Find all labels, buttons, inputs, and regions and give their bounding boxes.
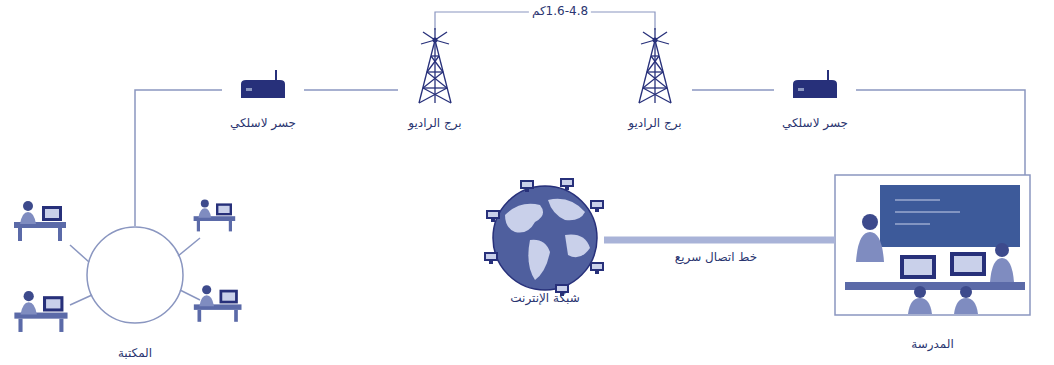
school-illustration <box>950 252 986 276</box>
node-label: المكتبة <box>118 346 152 360</box>
internet-globe <box>484 252 498 264</box>
library-illustration <box>14 291 67 332</box>
internet-globe <box>590 262 604 274</box>
school-illustration <box>880 185 1020 247</box>
internet-node: شبكة الإنترنت <box>486 185 604 307</box>
node-label: جسر لاسلكي <box>782 116 848 130</box>
school-node: المدرسة <box>835 175 1030 353</box>
node-label: جسر لاسلكي <box>230 116 296 130</box>
school-illustration <box>954 298 978 314</box>
school-illustration <box>895 200 960 224</box>
school-illustration <box>908 298 932 314</box>
library-illustration <box>70 238 200 305</box>
wireless-bridge: جسر لاسلكي <box>774 66 856 132</box>
internet-globe <box>493 186 597 290</box>
library-illustration <box>70 295 92 305</box>
network-line <box>692 89 774 91</box>
broadband-line <box>604 237 835 244</box>
radio-tower-icon <box>639 28 671 103</box>
library-illustration <box>194 285 242 322</box>
radio-tower-icon <box>419 28 451 103</box>
school-illustration <box>900 255 936 279</box>
school-illustration <box>845 282 1025 290</box>
wireless-bridge-icon <box>241 70 837 98</box>
school-illustration <box>835 175 1030 315</box>
library-illustration <box>14 199 242 332</box>
school-illustration <box>954 256 982 272</box>
school-illustration <box>895 224 930 225</box>
internet-globe <box>520 180 534 192</box>
wireless-bridge-icon <box>241 70 285 98</box>
node-label: برج الراديو <box>408 116 461 130</box>
distance-label: 1.6-4.8كم <box>529 4 591 18</box>
internet-globe <box>484 178 604 296</box>
internet-globe <box>560 178 574 190</box>
network-line <box>304 89 398 91</box>
internet-globe <box>528 240 550 280</box>
wireless-bridge: جسر لاسلكي <box>222 66 304 132</box>
node-label: برج الراديو <box>628 116 681 130</box>
radio-tower: برج الراديو <box>618 24 692 132</box>
library-illustration <box>87 227 183 323</box>
radio-tower: برج الراديو <box>398 24 472 132</box>
library-illustration <box>194 199 236 231</box>
wireless-bridge-icon <box>793 70 837 98</box>
school-illustration <box>862 214 878 230</box>
school-illustration <box>914 286 926 298</box>
network-line <box>135 90 222 226</box>
network-line <box>856 90 1025 175</box>
internet-globe <box>486 210 500 222</box>
library-illustration <box>70 245 89 262</box>
school-illustration <box>990 258 1014 282</box>
school-illustration <box>995 243 1009 257</box>
node-label: المدرسة <box>911 337 954 351</box>
library-illustration <box>14 201 66 241</box>
internet-globe <box>565 235 590 258</box>
internet-globe <box>548 199 585 220</box>
library-illustration <box>180 290 200 300</box>
node-label: شبكة الإنترنت <box>510 291 579 305</box>
school-illustration <box>835 175 1030 315</box>
school-illustration <box>904 259 932 275</box>
library-illustration <box>178 238 200 256</box>
connection-label: خط اتصال سريع <box>672 250 760 264</box>
internet-globe <box>590 200 604 212</box>
school-illustration <box>895 200 940 201</box>
internet-globe <box>505 204 543 233</box>
library-node: المكتبة <box>85 226 185 362</box>
school-illustration <box>895 212 960 213</box>
school-illustration <box>856 232 884 262</box>
school-illustration <box>960 286 972 298</box>
